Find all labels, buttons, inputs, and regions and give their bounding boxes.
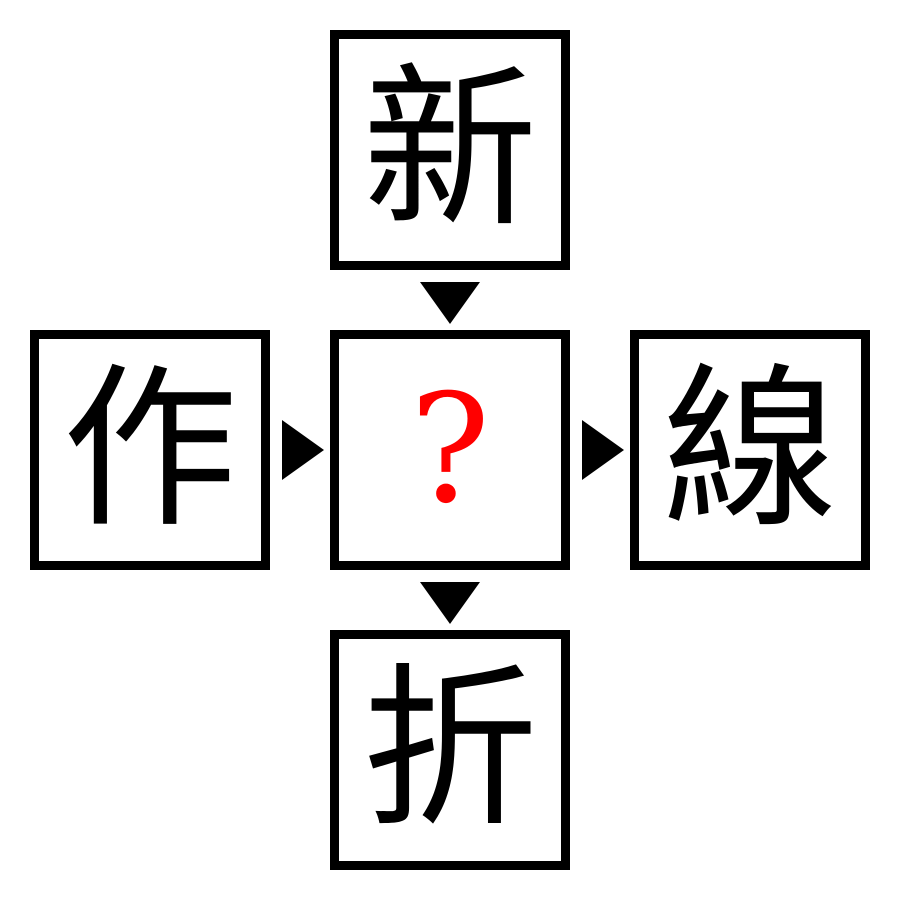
- kanji-bottom: 折: [362, 648, 538, 852]
- down-triangle-icon: [420, 582, 480, 624]
- right-triangle-icon: [282, 420, 324, 480]
- kanji-cell-left: 作: [30, 330, 270, 570]
- kanji-cell-top: 新: [330, 30, 570, 270]
- kanji-top: 新: [362, 48, 538, 252]
- kanji-left: 作: [62, 348, 238, 552]
- kanji-right: 線: [662, 348, 838, 552]
- question-mark: ?: [409, 363, 491, 537]
- down-triangle-icon: [420, 282, 480, 324]
- answer-cell[interactable]: ?: [330, 330, 570, 570]
- kanji-cell-bottom: 折: [330, 630, 570, 870]
- right-triangle-icon: [582, 420, 624, 480]
- kanji-cell-right: 線: [630, 330, 870, 570]
